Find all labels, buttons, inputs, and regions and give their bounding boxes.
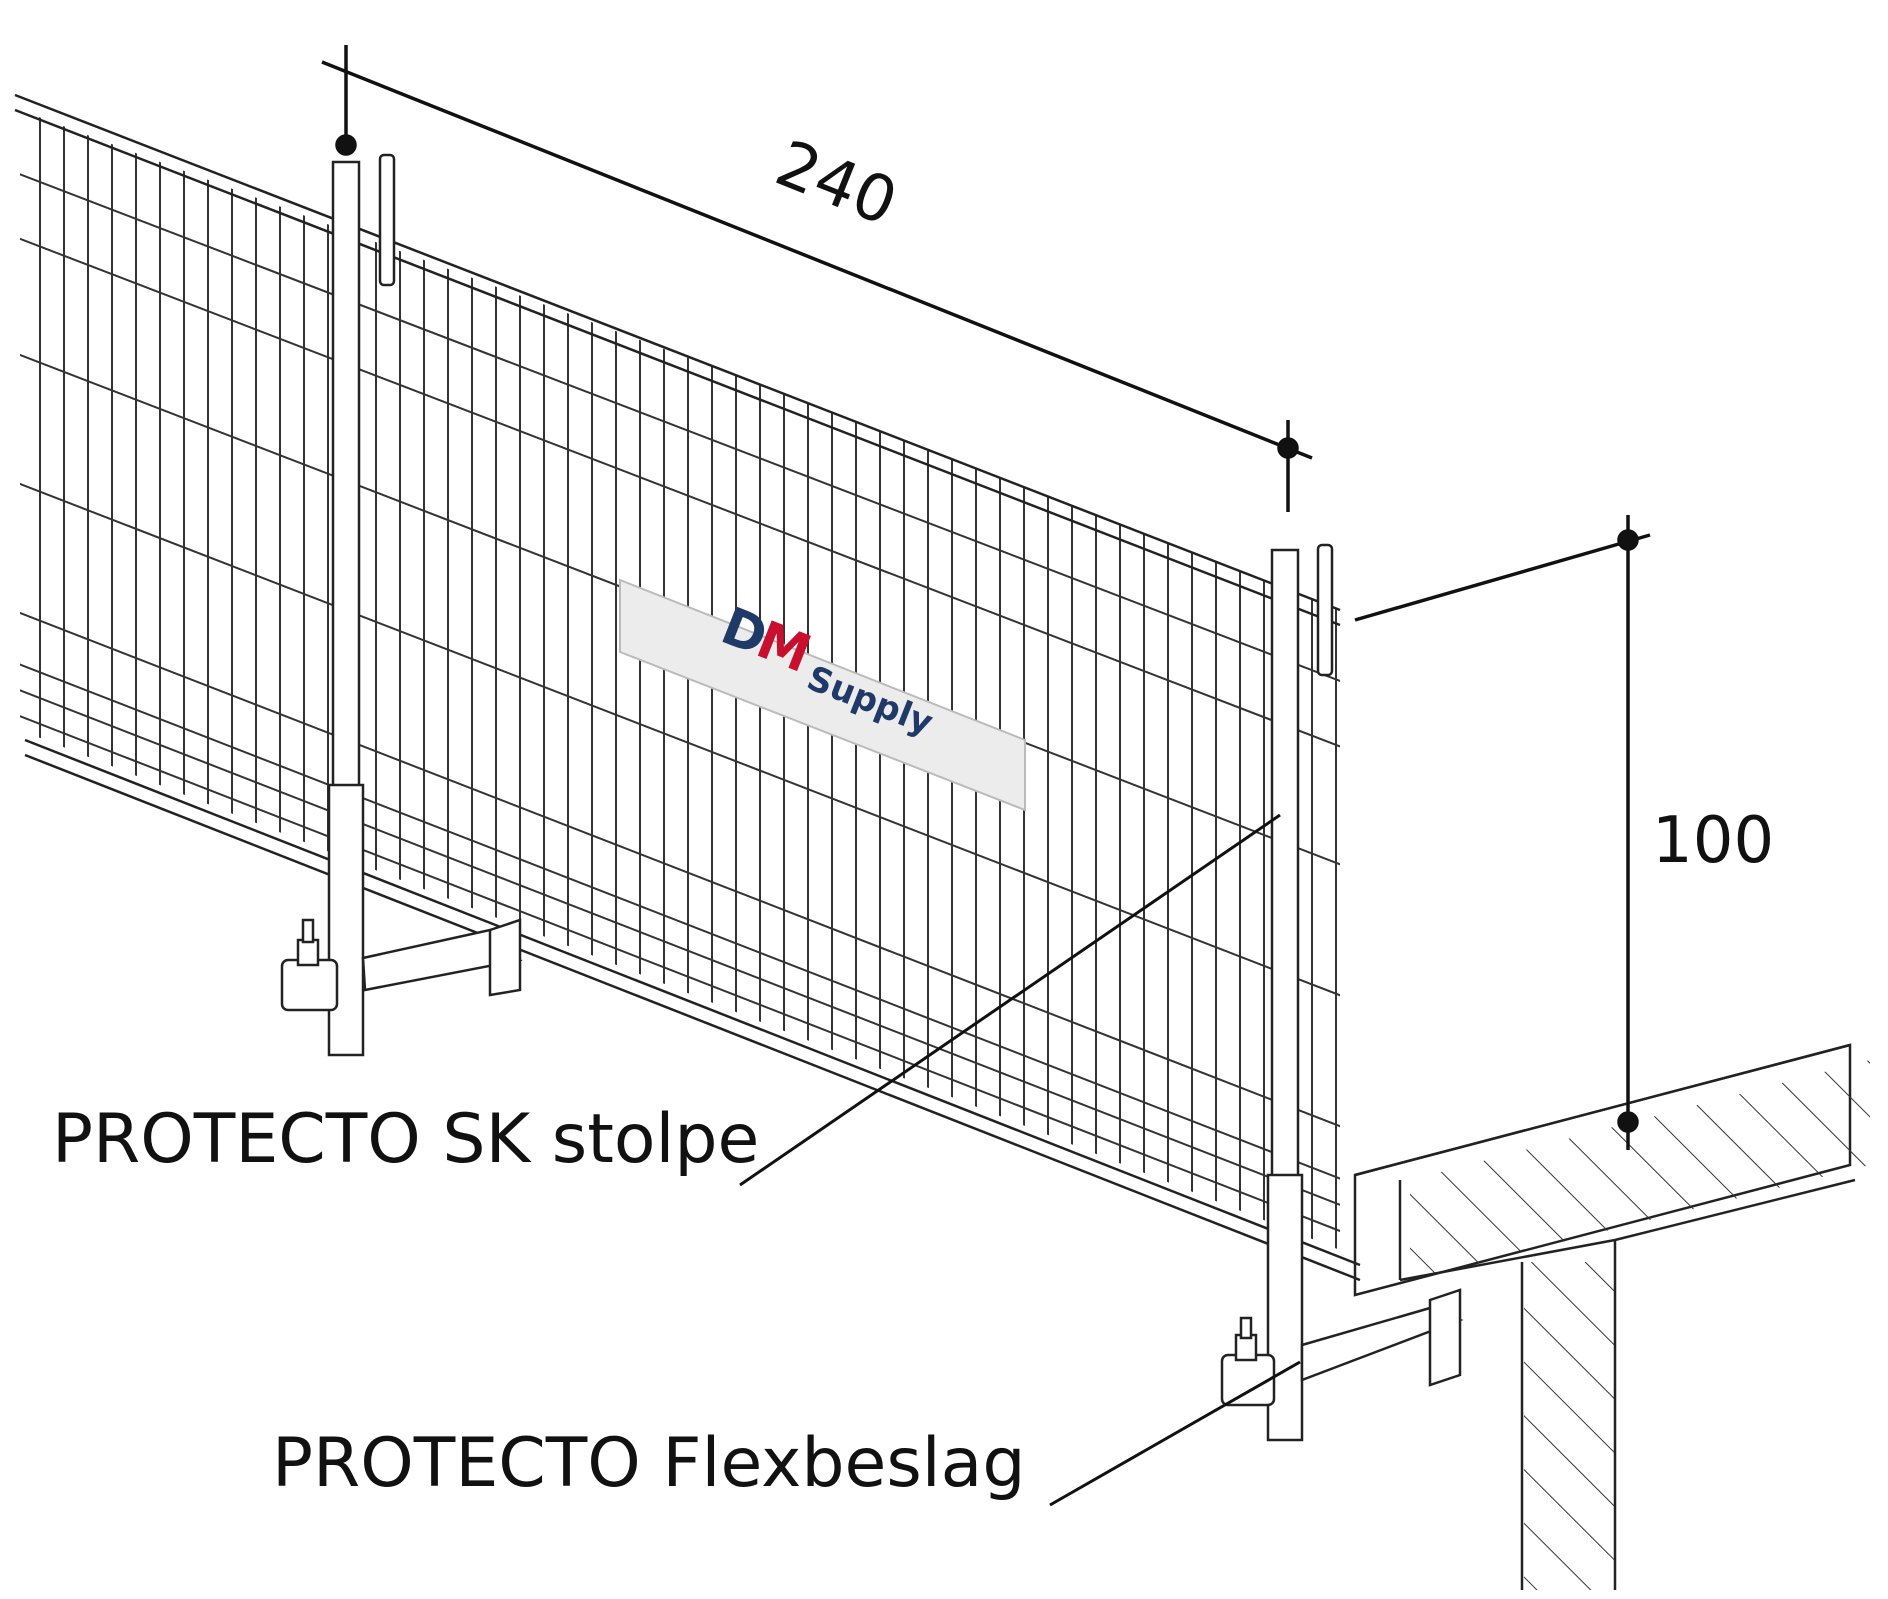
- mesh-horizontal-wire: [20, 661, 1340, 1188]
- mesh-horizontal-wire: [20, 610, 1340, 1135]
- callout-post-label: PROTECTO SK stolpe: [52, 1100, 759, 1179]
- mesh-horizontal-wire: [20, 481, 1340, 1004]
- height-label: 100: [1652, 804, 1774, 878]
- post-left: [280, 153, 523, 1057]
- mesh-horizontal-wire: [20, 713, 1340, 1240]
- width-label: 240: [766, 127, 907, 241]
- sign-board: D M Supply: [619, 578, 1026, 812]
- fence-panel: [20, 110, 1340, 1250]
- dimension-height: [1354, 515, 1651, 1150]
- building-slab: [1353, 1043, 1870, 1590]
- dimension-width: [321, 45, 1313, 512]
- mesh-horizontal-wire: [20, 171, 1340, 690]
- fence-rails: [14, 93, 1361, 1282]
- mesh-horizontal-wire: [20, 687, 1340, 1214]
- mesh-horizontal-wire: [20, 235, 1340, 756]
- callout-bracket-label: PROTECTO Flexbeslag: [272, 1424, 1025, 1503]
- callout-leaders: [739, 813, 1301, 1507]
- post-right: [1220, 543, 1464, 1442]
